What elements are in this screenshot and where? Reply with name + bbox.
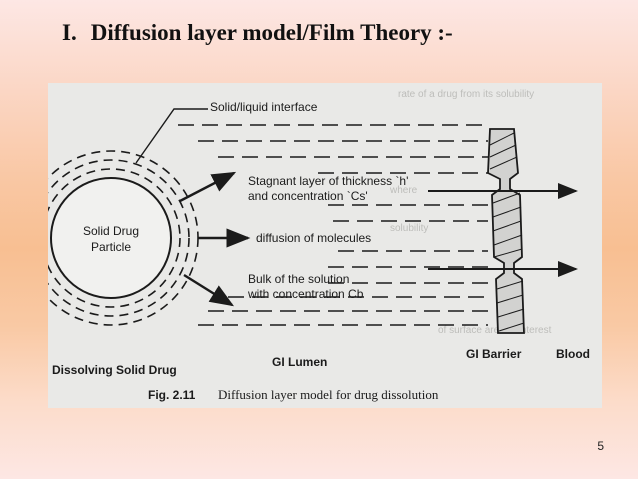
drug-particle: [50, 177, 172, 299]
label-gi-barrier: GI Barrier: [466, 347, 522, 361]
svg-text:solubility: solubility: [390, 223, 428, 234]
svg-text:where: where: [389, 185, 418, 196]
title-number: I.: [62, 20, 77, 45]
figure-diagram: rate of a drug from its solubility where…: [48, 89, 590, 402]
svg-text:rate of a drug from its solubi: rate of a drug from its solubility: [398, 89, 534, 100]
stagnant-layer-ring-1: [48, 168, 181, 308]
arrow-stagnant: [179, 171, 237, 203]
gi-barrier-column: [487, 128, 525, 334]
interface-pointer-line: [135, 108, 208, 164]
label-stagnant-line1: Stagnant layer of thickness `h': [248, 174, 408, 188]
label-diffusion: diffusion of molecules: [256, 231, 371, 245]
caption-text: Diffusion layer model for drug dissoluti…: [218, 387, 439, 402]
page-number: 5: [597, 439, 604, 453]
particle-label-2: Particle: [91, 240, 131, 254]
slide-title: I. Diffusion layer model/Film Theory :-: [62, 20, 453, 46]
caption-figure-number: Fig. 2.11: [148, 388, 196, 402]
stagnant-layer-ring-2: [48, 159, 190, 317]
label-gi-lumen: GI Lumen: [272, 355, 327, 369]
arrow-bulk: [183, 273, 235, 307]
title-text: Diffusion layer model/Film Theory :-: [90, 20, 453, 45]
label-dissolving-solid-drug: Dissolving Solid Drug: [52, 363, 177, 377]
bulk-solution-dashes: [178, 124, 488, 326]
label-bulk-line2: with concentration Cb: [247, 287, 364, 301]
particle-label-1: Solid Drug: [83, 224, 139, 238]
label-interface: Solid/liquid interface: [210, 100, 318, 114]
label-bulk-line1: Bulk of the solution: [248, 272, 349, 286]
label-stagnant-line2: and concentration `Cs': [248, 189, 368, 203]
svg-text:of surface area of interest: of surface area of interest: [438, 325, 552, 336]
show-through-texture: rate of a drug from its solubility where…: [389, 89, 552, 336]
diffusion-layer-figure: rate of a drug from its solubility where…: [48, 83, 602, 408]
label-blood: Blood: [556, 347, 590, 361]
